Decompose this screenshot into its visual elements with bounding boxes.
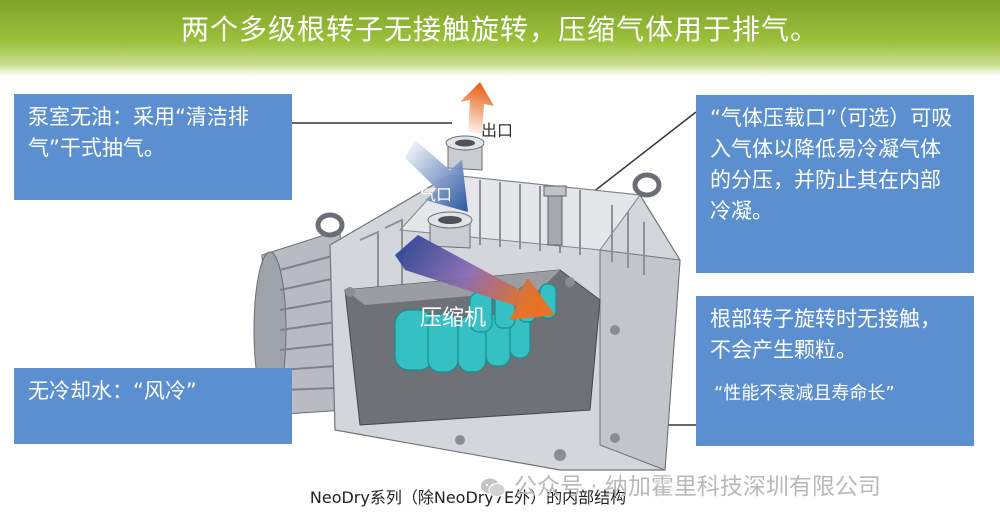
- figure-caption: NeoDry系列（除NeoDry7E外）的内部结构: [309, 488, 627, 507]
- inlet-label: 气口: [420, 185, 452, 204]
- watermark-text: 公众号 · 纳加霍里科技深圳有限公司: [514, 474, 881, 500]
- wechat-icon: [481, 478, 506, 497]
- callout-oil-free: 泵室无油：采用“清洁排气”干式抽气。: [14, 94, 292, 200]
- compressor-label: 压缩机: [420, 306, 486, 331]
- callout-air-cooled-text: 无冷却水：“风冷”: [28, 379, 197, 403]
- inlet-arrow: [405, 140, 468, 212]
- callout-gas-ballast-text: “气体压载口”（可选）可吸入气体以降低易冷凝气体的分压，并防止其在内部冷凝。: [710, 106, 953, 223]
- callout-no-contact-subtext: “性能不衰减且寿命长”: [714, 383, 895, 404]
- inlet-flange: [427, 211, 473, 249]
- outlet-flange: [445, 135, 485, 171]
- rotor-lobes: [394, 283, 557, 373]
- watermark: 公众号 · 纳加霍里科技深圳有限公司: [480, 467, 881, 501]
- callout-gas-ballast: “气体压载口”（可选）可吸入气体以降低易冷凝气体的分压，并防止其在内部冷凝。: [696, 95, 974, 273]
- compression-arrow: [395, 235, 555, 320]
- banner-title: 两个多级根转子无接触旋转，压缩气体用于排气。: [180, 13, 819, 46]
- outlet-arrow: [460, 82, 494, 134]
- outlet-label: 出口: [481, 121, 513, 140]
- callout-oil-free-text: 泵室无油：采用“清洁排气”干式抽气。: [28, 105, 249, 160]
- callout-no-contact: 根部转子旋转时无接触，不会产生颗粒。 “性能不衰减且寿命长”: [696, 296, 974, 446]
- title-banner: 两个多级根转子无接触旋转，压缩气体用于排气。: [0, 0, 1000, 76]
- callout-air-cooled: 无冷却水：“风冷”: [14, 368, 292, 444]
- callout-no-contact-text: 根部转子旋转时无接触，不会产生颗粒。: [710, 307, 941, 362]
